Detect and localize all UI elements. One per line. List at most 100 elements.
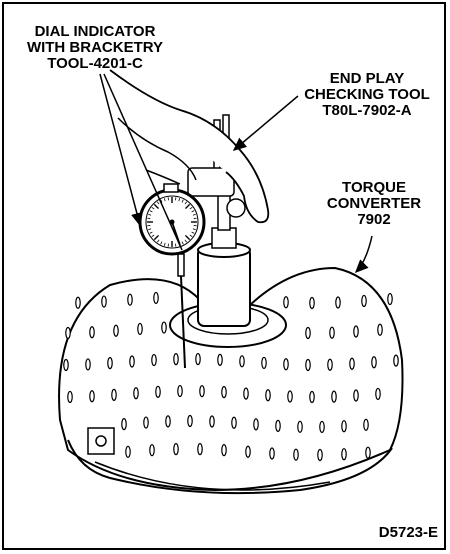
dimple <box>177 384 183 398</box>
dial-indicator <box>138 183 206 369</box>
dial-tick <box>184 201 188 205</box>
tool-cylinder <box>197 247 251 327</box>
dial-tick <box>160 241 163 245</box>
dimple <box>245 445 251 458</box>
dial-indicator-label-line: TOOL-4201-C <box>47 55 143 72</box>
dial-tick <box>184 234 191 241</box>
dial-tick <box>181 241 184 245</box>
torque-converter-label-line: 7902 <box>357 211 391 228</box>
dimple <box>63 358 69 372</box>
dimple <box>173 443 179 456</box>
dimple <box>275 419 281 432</box>
dimple <box>305 326 311 340</box>
dial-tick <box>189 234 193 238</box>
dimple <box>221 444 227 457</box>
dimple <box>319 420 325 434</box>
dial-indicator-label: DIAL INDICATOR WITH BRACKETRY TOOL-4201-… <box>20 24 170 72</box>
dial-tick <box>181 199 184 203</box>
dimple <box>199 385 205 398</box>
dimple <box>353 389 359 402</box>
dimple <box>317 448 323 462</box>
dial-stem <box>177 253 185 277</box>
dimple <box>67 390 73 404</box>
dimple <box>283 296 289 309</box>
dimple <box>113 324 119 337</box>
dial-indicator-label-line: DIAL INDICATOR <box>34 23 156 40</box>
dial-plunger <box>180 275 186 369</box>
dimple <box>293 448 299 461</box>
dimple <box>239 355 245 368</box>
dial-tick <box>148 228 152 231</box>
dimple <box>155 385 161 398</box>
dimple <box>375 387 381 401</box>
dial-tick <box>156 239 160 243</box>
dimple <box>89 390 95 403</box>
dimple <box>341 448 347 461</box>
dimple <box>309 390 315 404</box>
dial-tick <box>192 213 196 216</box>
dimple <box>331 390 337 403</box>
end-play-tool-label-line: T80L-7902-A <box>322 102 412 119</box>
dial-tick <box>191 231 195 234</box>
dimple <box>371 356 377 369</box>
dial-tick <box>149 231 153 234</box>
dimple <box>221 386 227 399</box>
clamp-knob <box>226 198 246 218</box>
dimple <box>101 295 107 308</box>
converter-bottom-edge <box>94 461 331 491</box>
pilot-pad-hole <box>95 435 107 447</box>
dial-tick <box>160 199 163 203</box>
dial-tick <box>163 242 166 246</box>
dimple <box>327 358 333 371</box>
torque-converter-label-line: CONVERTER <box>326 195 422 212</box>
dimple <box>365 446 371 459</box>
dimple <box>361 294 367 308</box>
dial-tick <box>148 213 152 216</box>
dimple <box>161 321 167 334</box>
dimple <box>209 415 215 428</box>
end-play-tool-leader <box>232 95 299 151</box>
dimple <box>187 414 193 428</box>
dimple <box>329 326 335 339</box>
dial-tick <box>189 206 193 210</box>
dial-tick <box>153 234 160 241</box>
end-play-tool-label: END PLAY CHECKING TOOL T80L-7902-A <box>292 71 442 119</box>
dial-tick <box>178 198 181 202</box>
dimple <box>137 322 143 336</box>
dial-top-lug <box>163 183 179 193</box>
end-play-tool-label-line: END PLAY <box>329 70 405 87</box>
dimple <box>363 418 369 431</box>
dimple <box>253 418 259 431</box>
end-play-tool-label-line: CHECKING TOOL <box>304 86 430 103</box>
clamp-block <box>187 167 235 197</box>
dimple <box>243 387 249 400</box>
dimple <box>173 353 179 366</box>
dial-indicator-leader-2 <box>103 73 183 251</box>
dial-ticks <box>147 197 197 247</box>
dimple <box>283 358 289 371</box>
dimple <box>65 326 71 340</box>
dimple <box>353 325 359 338</box>
dimple <box>125 445 131 458</box>
dimple <box>165 415 171 428</box>
dial-tick <box>153 203 160 210</box>
dimple <box>305 358 311 372</box>
tool-collar <box>211 227 237 249</box>
dial-tick <box>184 239 188 243</box>
dimple <box>195 352 201 366</box>
dimple <box>153 291 159 305</box>
dimple <box>261 356 267 370</box>
dimple <box>85 358 91 371</box>
figure-id: D5723-E <box>378 524 438 541</box>
dimple <box>151 353 157 367</box>
dimple <box>393 354 399 367</box>
dimple <box>377 323 383 336</box>
dial-tick <box>191 210 195 213</box>
dimple <box>297 420 303 433</box>
dimple <box>341 420 347 433</box>
dimple <box>89 326 95 339</box>
dimple <box>111 388 117 401</box>
dimple <box>75 296 81 309</box>
dimple <box>149 444 155 457</box>
dimple <box>349 357 355 370</box>
